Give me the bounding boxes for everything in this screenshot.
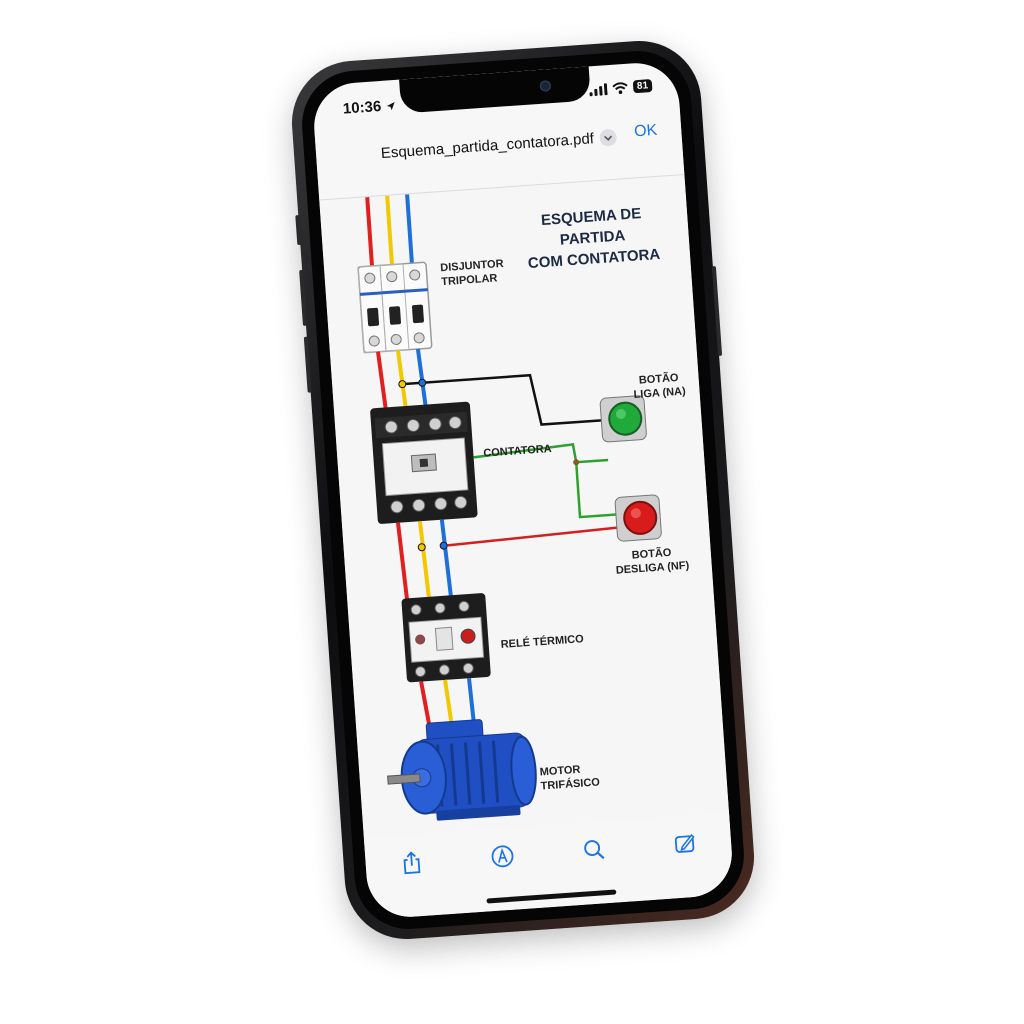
share-button[interactable]	[394, 846, 428, 880]
search-button[interactable]	[577, 833, 611, 867]
home-indicator[interactable]	[486, 889, 617, 904]
breaker	[357, 261, 433, 354]
bottom-toolbar	[363, 812, 735, 920]
control-wire	[402, 373, 606, 426]
junction-dot	[398, 380, 407, 389]
file-title[interactable]: Esquema_partida_contatora.pdf	[316, 124, 682, 166]
wire-l1-mid	[376, 351, 389, 414]
status-time-text: 10:36	[342, 97, 382, 118]
document-title: ESQUEMA DE PARTIDA COM CONTATORA	[511, 201, 675, 275]
battery-icon: 81	[632, 79, 653, 94]
wire-l2-low	[417, 521, 432, 606]
junction-dot	[417, 543, 426, 552]
contactor	[370, 401, 478, 524]
stop-button-label: BOTÃO DESLIGA (NF)	[614, 545, 689, 578]
motor-label: MOTOR TRIFÁSICO	[539, 761, 600, 793]
wire-l1-supply	[365, 196, 375, 277]
red-control-wire	[447, 526, 621, 547]
search-icon	[583, 840, 605, 860]
annotate-button[interactable]	[668, 826, 702, 860]
start-button-label: BOTÃO LIGA (NA)	[632, 370, 686, 402]
status-bar: 10:36	[311, 60, 679, 129]
nav-bar: Esquema_partida_contatora.pdf OK	[314, 104, 685, 201]
chevron-down-icon[interactable]	[599, 128, 618, 147]
three-phase-motor	[387, 719, 537, 821]
junction-dot	[439, 541, 448, 550]
screen: 10:36	[311, 60, 735, 920]
wire-l3-supply	[405, 193, 415, 274]
breaker-label: DISJUNTOR TRIPOLAR	[440, 257, 505, 289]
wiring-diagram	[357, 193, 662, 821]
wire-l2-supply	[385, 194, 395, 275]
wire-l3-low	[439, 519, 454, 604]
status-icons: 81	[589, 79, 653, 96]
signal-icon	[589, 82, 608, 96]
green-control-wire-2	[574, 462, 621, 519]
thermal-relay	[401, 593, 491, 683]
junction-dot	[573, 459, 580, 466]
pdf-document[interactable]: ESQUEMA DE PARTIDA COM CONTATORA DISJUNT…	[319, 173, 730, 850]
share-icon	[403, 851, 421, 875]
location-arrow-icon	[386, 102, 395, 111]
status-time: 10:36	[342, 97, 396, 118]
annotate-icon	[675, 833, 695, 853]
phone: 10:36	[287, 36, 759, 944]
markup-button[interactable]	[486, 839, 520, 873]
green-control-wire	[473, 443, 609, 464]
ok-button[interactable]: OK	[633, 121, 658, 141]
wifi-icon	[612, 81, 628, 94]
start-button-device	[599, 395, 647, 443]
stop-button-device	[614, 494, 662, 542]
markup-icon	[491, 845, 514, 868]
file-name: Esquema_partida_contatora.pdf	[380, 130, 595, 163]
wire-l1-low	[395, 522, 410, 607]
junction-dot	[418, 378, 427, 387]
